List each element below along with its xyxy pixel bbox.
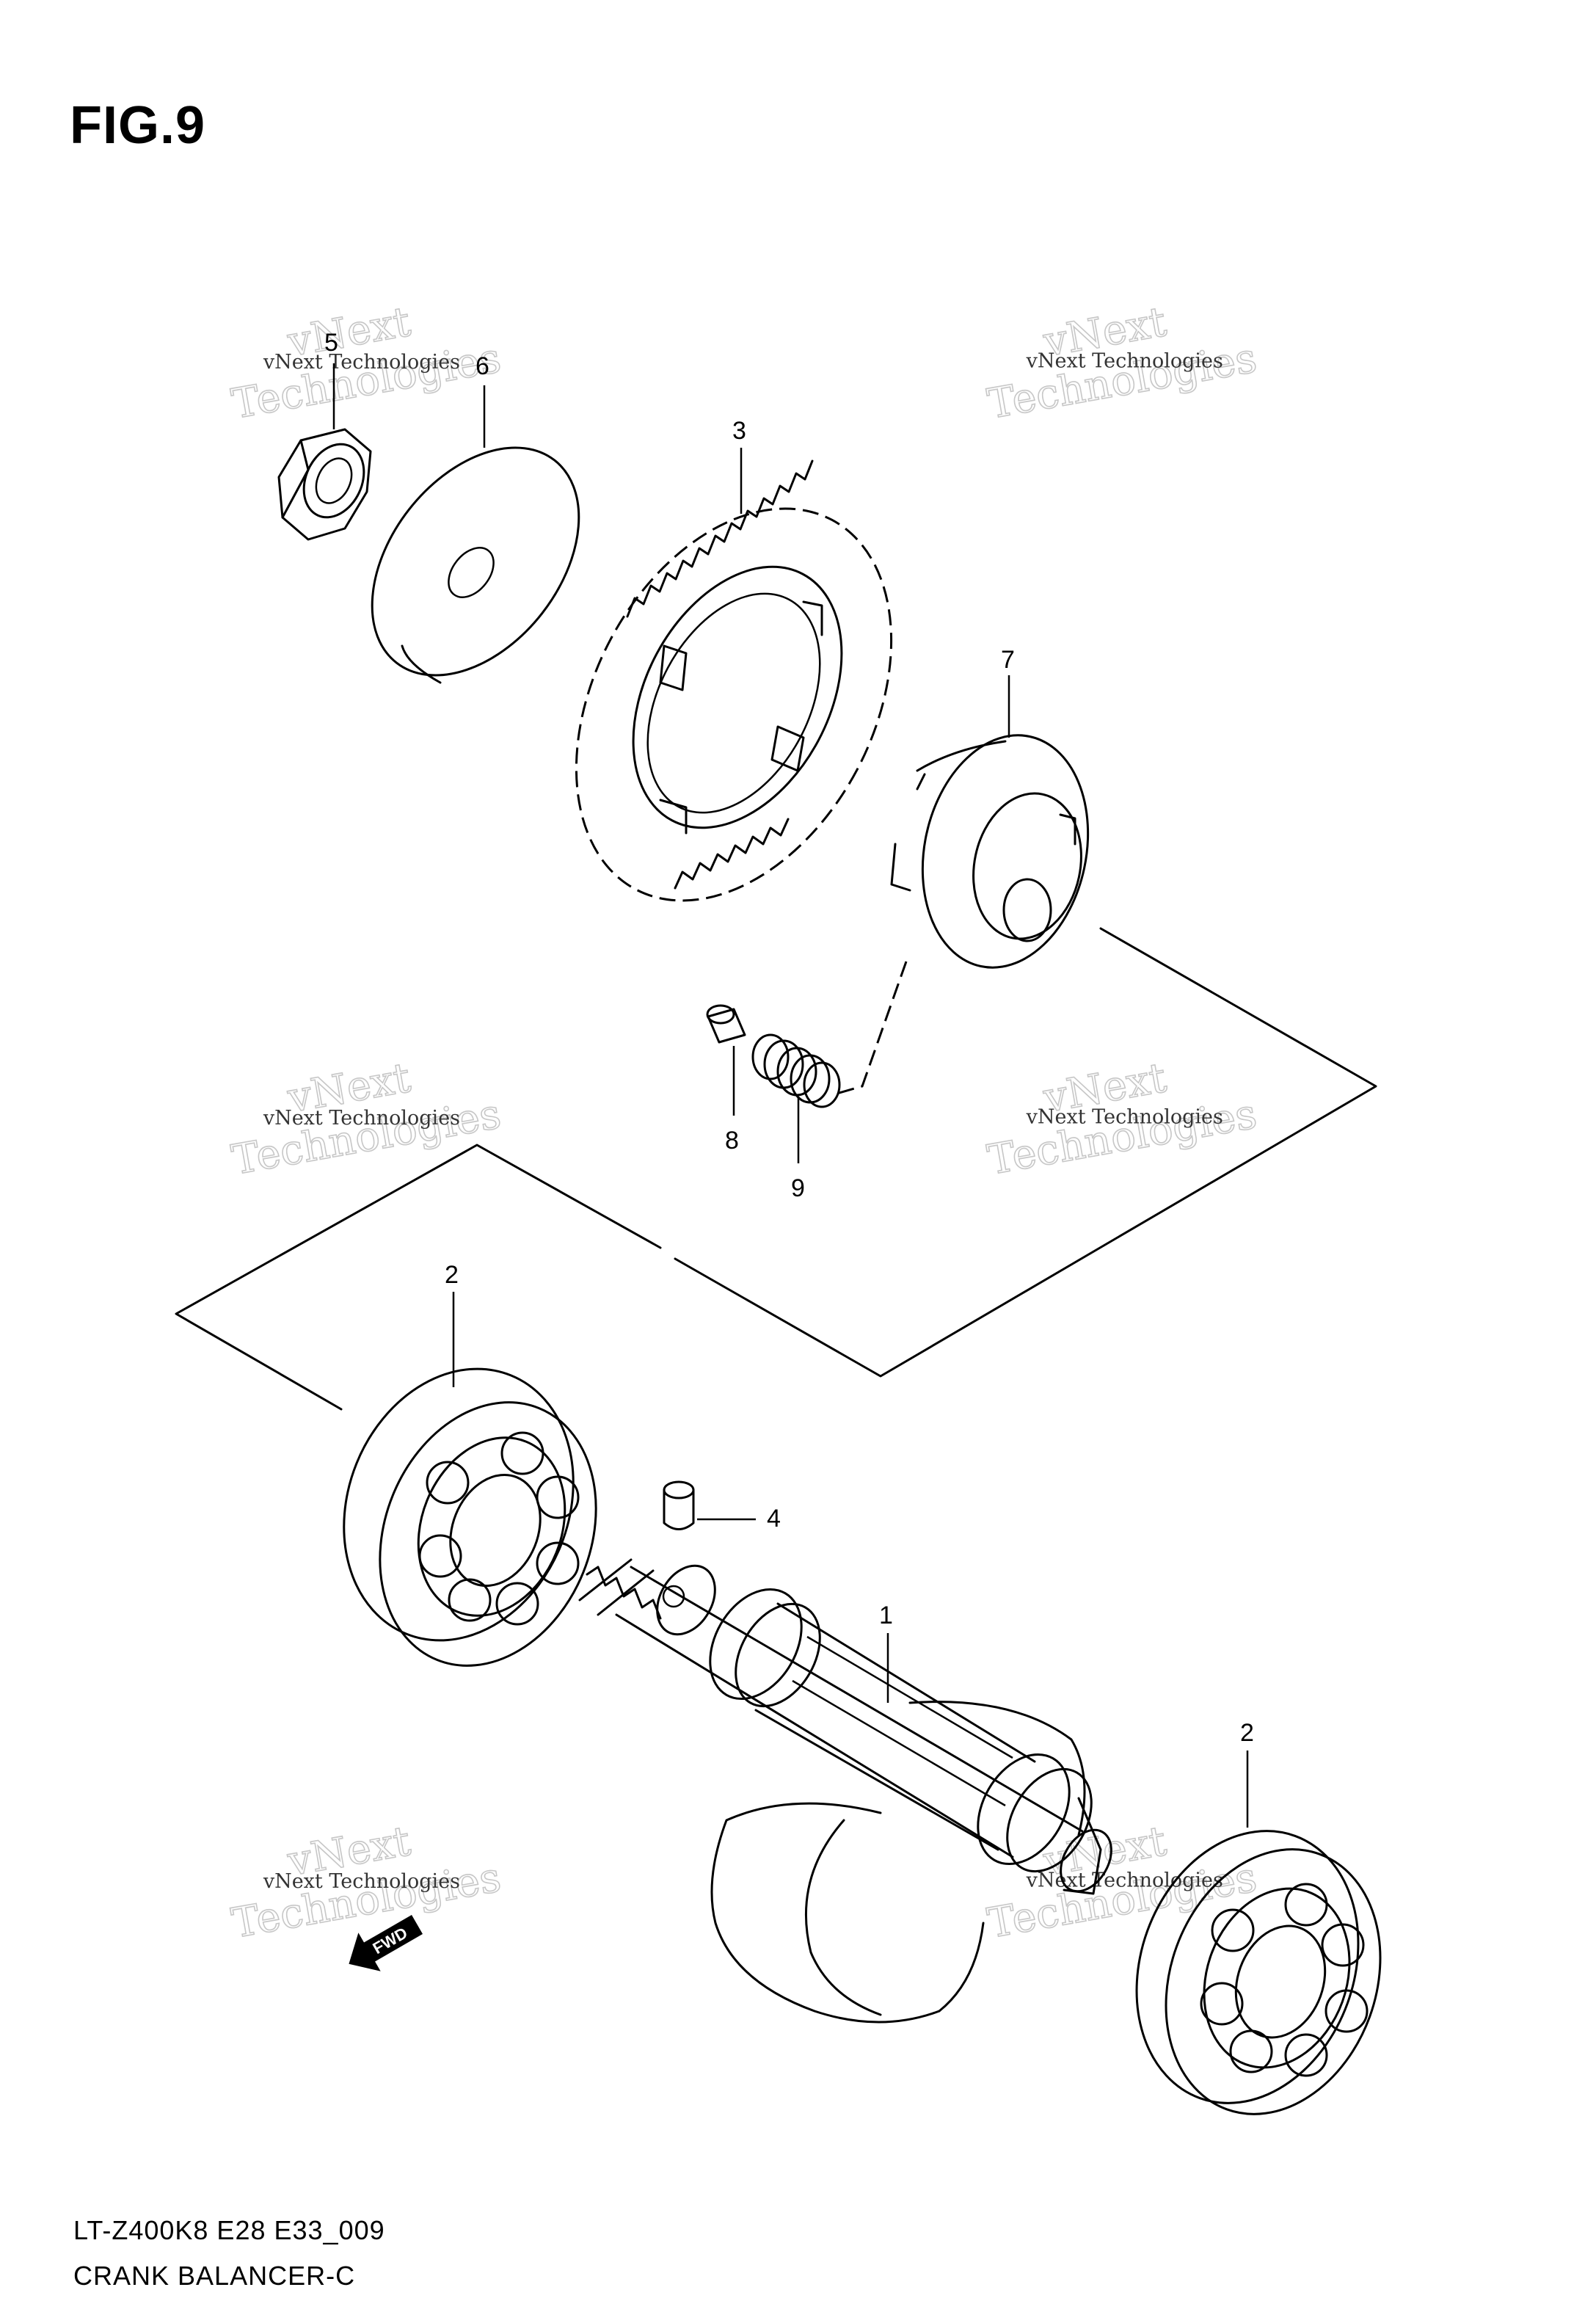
callout-9: 9 <box>791 1174 805 1202</box>
watermark-mid-right: vNext Technologies vNext Technologies <box>983 1053 1261 1185</box>
assembly-guide-right <box>674 927 1377 1378</box>
part-washer <box>371 446 580 684</box>
drawing-code: LT-Z400K8 E28 E33_009 <box>73 2215 385 2245</box>
callout-8: 8 <box>725 1127 739 1155</box>
part-gear <box>575 459 893 902</box>
part-nut <box>277 428 372 541</box>
leader-hub-spring <box>836 961 908 1095</box>
callout-2-upper: 2 <box>445 1261 459 1289</box>
drawing-caption: CRANK BALANCER-C <box>73 2261 356 2291</box>
callout-leaders <box>332 363 1249 1828</box>
svg-text:vNext Technologies: vNext Technologies <box>1026 349 1223 372</box>
callout-3: 3 <box>732 417 746 445</box>
callout-1: 1 <box>879 1602 893 1629</box>
callout-5: 5 <box>324 329 338 357</box>
svg-text:vNext Technologies: vNext Technologies <box>263 1870 460 1893</box>
watermark-bottom-left: vNext Technologies vNext Technologies <box>227 1817 505 1948</box>
callout-2-lower: 2 <box>1240 1719 1254 1747</box>
part-spring <box>751 1033 841 1108</box>
part-bearing-lower <box>1135 1830 1382 2115</box>
callout-6: 6 <box>475 352 489 380</box>
part-crank-balancer-shaft <box>578 1558 1112 2024</box>
watermark-bottom-right: vNext Technologies vNext Technologies <box>983 1817 1261 1948</box>
part-dowel <box>663 1480 695 1530</box>
figure-title: FIG.9 <box>70 96 206 155</box>
callout-7: 7 <box>1001 646 1015 674</box>
watermark-top-right: vNext Technologies vNext Technologies <box>983 297 1261 429</box>
part-pin <box>706 1004 746 1044</box>
callout-4: 4 <box>767 1505 781 1533</box>
watermark-mid-left: vNext Technologies vNext Technologies <box>227 1053 505 1185</box>
watermark-top-left: vNext Technologies vNext Technologies <box>227 297 505 429</box>
svg-text:vNext Technologies: vNext Technologies <box>1026 1869 1223 1891</box>
assembly-guide-left <box>175 1144 662 1411</box>
svg-text:vNext Technologies: vNext Technologies <box>263 351 460 374</box>
part-hub <box>890 734 1090 969</box>
svg-text:vNext Technologies: vNext Technologies <box>263 1107 460 1130</box>
part-bearing-upper <box>343 1367 597 1667</box>
svg-text:vNext Technologies: vNext Technologies <box>1026 1105 1223 1128</box>
